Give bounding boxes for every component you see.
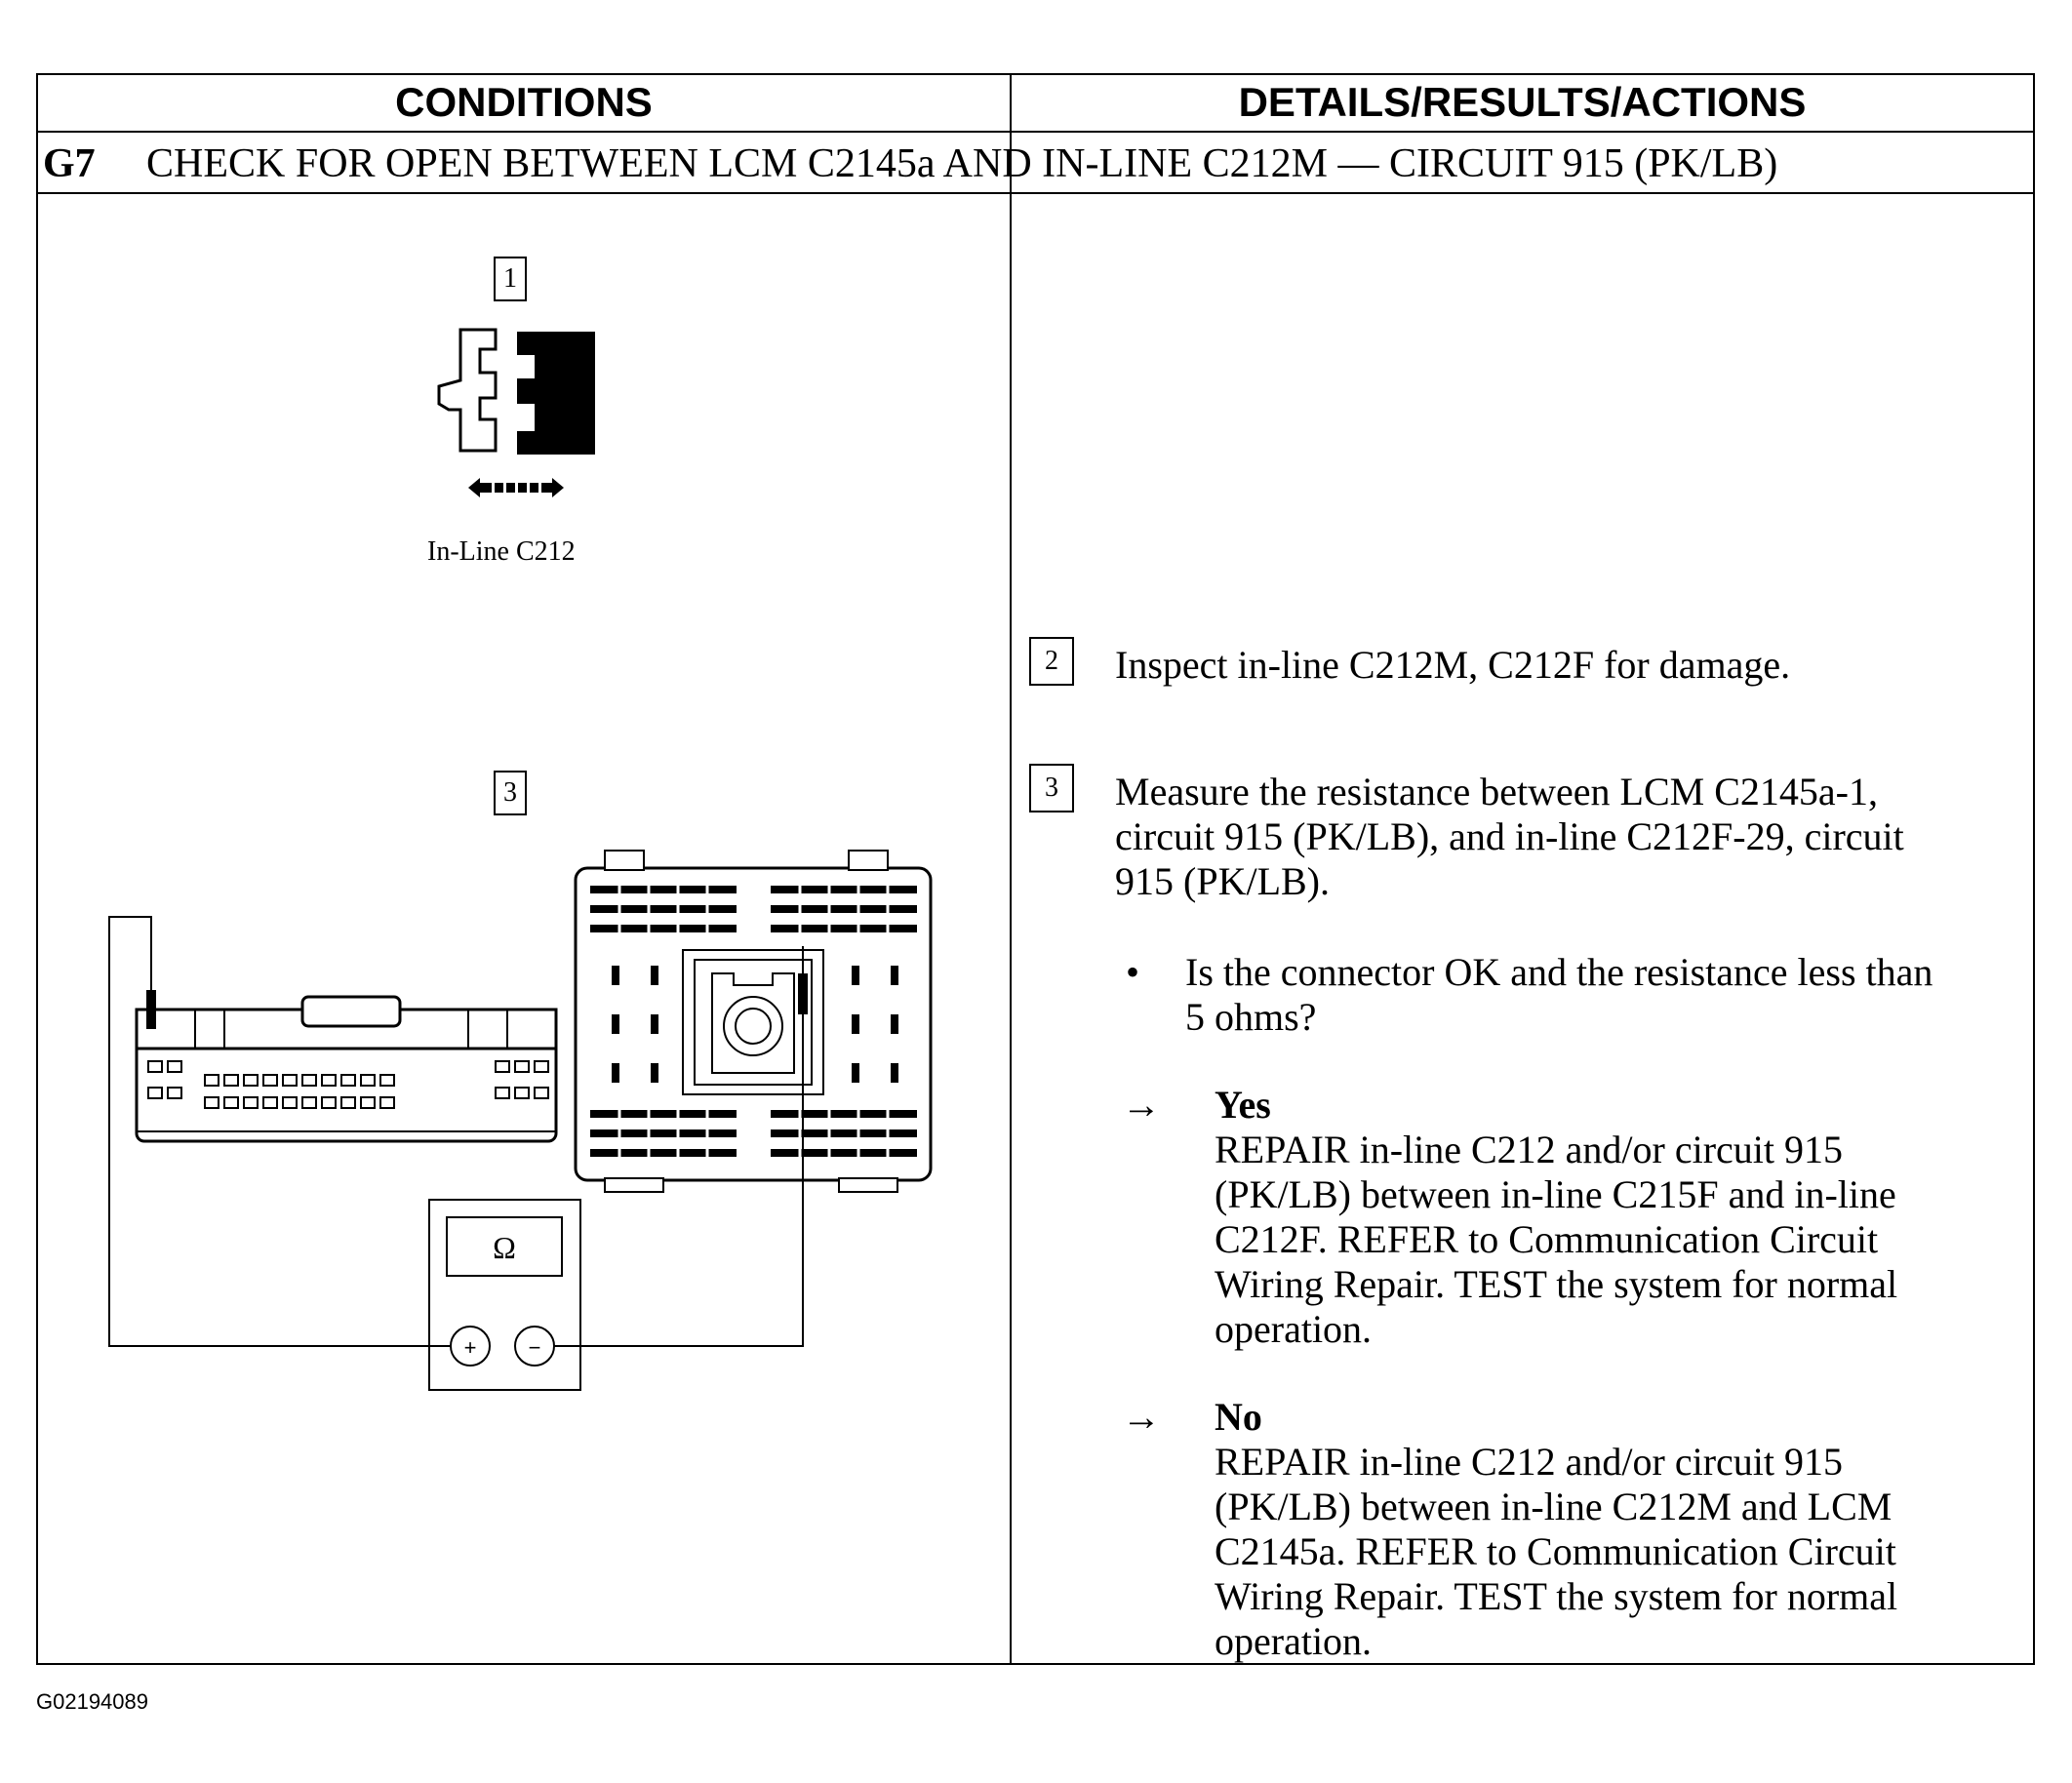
- no-line1: REPAIR in-line C212 and/or circuit 915: [1215, 1440, 1844, 1484]
- no-line4: Wiring Repair. TEST the system for norma…: [1215, 1574, 1898, 1618]
- step-id: G7: [43, 141, 96, 186]
- figure1-caption: In-Line C212: [427, 536, 576, 567]
- figure3-marker: 3: [494, 771, 527, 815]
- yes-line5: operation.: [1215, 1307, 1373, 1351]
- details-header: DETAILS/RESULTS/ACTIONS: [1238, 79, 1807, 125]
- step3-line1: Measure the resistance between LCM C2145…: [1115, 770, 1878, 813]
- step3-line2: circuit 915 (PK/LB), and in-line C212F-2…: [1115, 814, 1904, 858]
- step2-marker: 2: [1029, 637, 1074, 686]
- ohmmeter: Ω + −: [428, 1199, 581, 1391]
- inline-connector-illustration: [437, 328, 595, 497]
- yes-line4: Wiring Repair. TEST the system for norma…: [1215, 1262, 1898, 1306]
- step2-text: Inspect in-line C212M, C212F for damage.: [1115, 643, 1791, 687]
- step-title-row: G7 CHECK FOR OPEN BETWEEN LCM C2145a AND…: [43, 137, 1777, 191]
- question-line1: Is the connector OK and the resistance l…: [1185, 950, 1933, 994]
- header-rule: [36, 131, 2035, 133]
- question-line2: 5 ohms?: [1185, 995, 1317, 1039]
- lcm-connector: [135, 990, 558, 1143]
- step-rule: [36, 192, 2035, 194]
- yes-line2: (PK/LB) between in-line C215F and in-lin…: [1215, 1172, 1896, 1216]
- no-label: No: [1215, 1395, 1262, 1439]
- resistance-measurement-illustration: Ω + −: [108, 850, 933, 1391]
- conditions-header: CONDITIONS: [395, 79, 653, 125]
- meter-minus: −: [529, 1335, 541, 1360]
- yes-line1: REPAIR in-line C212 and/or circuit 915: [1215, 1128, 1844, 1171]
- yes-line3: C212F. REFER to Communication Circuit: [1215, 1217, 1879, 1261]
- no-line3: C2145a. REFER to Communication Circuit: [1215, 1529, 1896, 1573]
- no-line5: operation.: [1215, 1619, 1373, 1663]
- no-arrow: →: [1122, 1395, 1161, 1439]
- ohm-symbol: Ω: [493, 1230, 516, 1265]
- procedure-table: [36, 73, 2035, 1665]
- step3-line3: 915 (PK/LB).: [1115, 859, 1330, 903]
- no-line2: (PK/LB) between in-line C212M and LCM: [1215, 1485, 1893, 1528]
- meter-plus: +: [464, 1335, 477, 1360]
- figure-id: G02194089: [36, 1689, 148, 1714]
- step-title: CHECK FOR OPEN BETWEEN LCM C2145a AND IN…: [146, 141, 1778, 186]
- yes-label: Yes: [1215, 1083, 1271, 1127]
- inline-c212f-connector: [574, 850, 933, 1193]
- step3-marker: 3: [1029, 764, 1074, 812]
- column-divider: [1010, 73, 1012, 1665]
- figure1-marker: 1: [494, 257, 527, 301]
- question-bullet: •: [1126, 950, 1140, 994]
- yes-arrow: →: [1122, 1083, 1161, 1127]
